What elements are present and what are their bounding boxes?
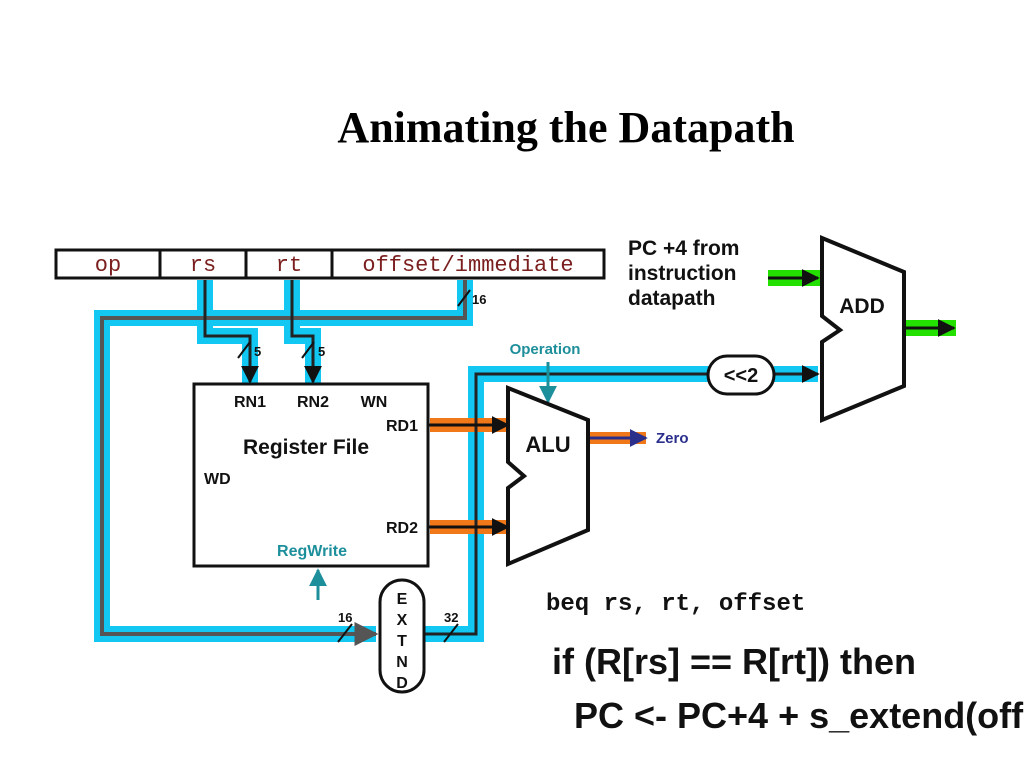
pc-plus4-line1: PC +4 from — [628, 237, 739, 260]
rt-wire — [290, 280, 322, 384]
extend-letter-t: T — [397, 633, 407, 650]
adder-label: ADD — [839, 295, 885, 318]
rn1-port-label: RN1 — [234, 394, 266, 411]
semantics-line1: if (R[rs] == R[rt]) then — [552, 641, 916, 682]
shift-left-2-shape — [706, 354, 776, 396]
wn-port-label: WN — [361, 394, 388, 411]
shift-left-2-label: <<2 — [724, 365, 758, 387]
instruction-semantics: beq rs, rt, offset if (R[rs] == R[rt]) t… — [546, 591, 1024, 736]
instruction-frame — [54, 248, 606, 280]
rs-wire — [203, 280, 259, 384]
extend-letter-x: X — [397, 612, 408, 629]
slide-title: Animating the Datapath — [337, 103, 794, 152]
field-rt: rt — [276, 253, 302, 278]
register-file-title: Register File — [243, 436, 369, 459]
extend-letter-d: D — [396, 675, 408, 692]
regwrite-label: RegWrite — [277, 543, 347, 560]
extend-letter-e: E — [397, 591, 408, 608]
rd1-port-label: RD1 — [386, 418, 418, 435]
adder: ADD PC +4 from instruction datapath — [628, 235, 906, 423]
alu-label: ALU — [525, 432, 570, 457]
bit-width-labels: 16 5 5 16 32 — [254, 292, 486, 625]
rt-width-label: 5 — [318, 344, 325, 359]
adder-shape — [820, 235, 906, 423]
register-file-box — [192, 382, 430, 568]
extend-out-width-label: 32 — [444, 610, 458, 625]
semantics-line2: PC <- PC+4 + s_extend(offset<<2) — [574, 695, 1024, 736]
alu-shape — [506, 385, 590, 568]
field-op: op — [95, 253, 121, 278]
pc-plus4-line2: instruction — [628, 262, 737, 285]
rs-width-label: 5 — [254, 344, 261, 359]
rd2-port-label: RD2 — [386, 520, 418, 537]
alu: ALU Operation Zero — [506, 341, 689, 568]
rn2-port-label: RN2 — [297, 394, 329, 411]
field-offset: offset/immediate — [362, 253, 573, 278]
register-file: Register File RN1 RN2 WN RD1 RD2 WD RegW… — [192, 382, 430, 568]
instruction-format: op rs rt offset/immediate — [54, 248, 606, 280]
zero-label: Zero — [656, 430, 689, 447]
operation-label: Operation — [510, 341, 581, 358]
wd-port-label: WD — [204, 471, 231, 488]
offset-width-label: 16 — [472, 292, 486, 307]
bit-width-marks — [237, 289, 471, 643]
sign-extend-shape — [378, 578, 426, 694]
pc-plus4-line3: datapath — [628, 287, 716, 310]
extend-letter-n: N — [396, 654, 408, 671]
extend-in-width-label: 16 — [338, 610, 352, 625]
rs-bus-highlight — [197, 280, 258, 384]
rt-bus-highlight — [284, 280, 321, 384]
shift-left-2: <<2 — [706, 354, 776, 396]
field-rs: rs — [190, 253, 216, 278]
sign-extend: E X T N D — [378, 578, 426, 694]
asm-instruction: beq rs, rt, offset — [546, 591, 805, 618]
offset-wire — [100, 280, 467, 646]
